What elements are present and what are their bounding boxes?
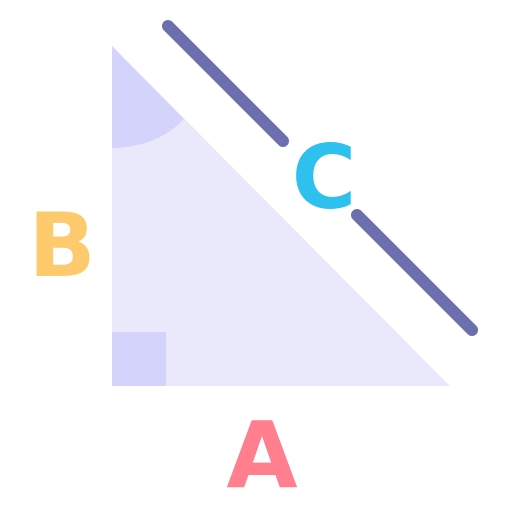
side-c-label: C (292, 126, 357, 229)
side-a-label: A (226, 402, 297, 509)
right-triangle-icon (112, 46, 450, 386)
right-angle-marker-icon (112, 332, 166, 386)
hypotenuse-line-lower (351, 209, 478, 336)
angle-arc-icon (112, 46, 184, 148)
hypotenuse-line-upper (162, 20, 289, 147)
side-b-label: B (28, 194, 95, 297)
